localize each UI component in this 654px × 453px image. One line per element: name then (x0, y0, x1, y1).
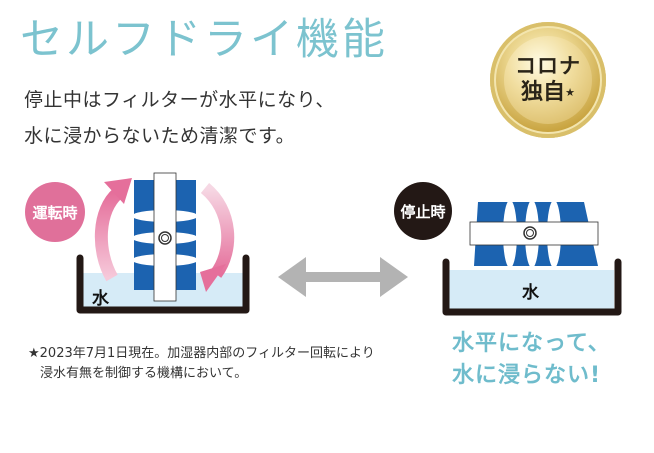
stopped-filter-illustration (442, 200, 622, 316)
running-diagram: 運転時 水 (0, 160, 260, 330)
stopped-state-badge: 停止時 (394, 182, 452, 240)
water-label: 水 (522, 283, 539, 303)
water-label: 水 (92, 289, 109, 309)
running-state-badge: 運転時 (25, 182, 85, 242)
badge-line-2: 独自 (521, 80, 566, 105)
slogan-line-1: 水平になって、 (452, 331, 611, 356)
double-arrow-icon (278, 254, 408, 300)
stopped-diagram: 停止時 水 (370, 170, 654, 330)
badge-line-1: コロナ (515, 54, 581, 78)
lead-text-line-2: 水に浸からないため清潔です。 (24, 125, 296, 147)
slogan-line-2: 水に浸らない! (452, 363, 602, 388)
footnote-line-1: ★2023年7月1日現在。加湿器内部のフィルター回転により (28, 346, 375, 361)
footnote-line-2: 浸水有無を制御する機構において。 (40, 366, 248, 381)
lead-text-line-1: 停止中はフィルターが水平になり、 (24, 89, 335, 111)
running-filter-illustration (76, 172, 250, 314)
page-title: セルフドライ機能 (20, 15, 388, 65)
star-icon: ★ (565, 86, 575, 99)
corona-original-badge: コロナ 独自★ (490, 22, 606, 138)
